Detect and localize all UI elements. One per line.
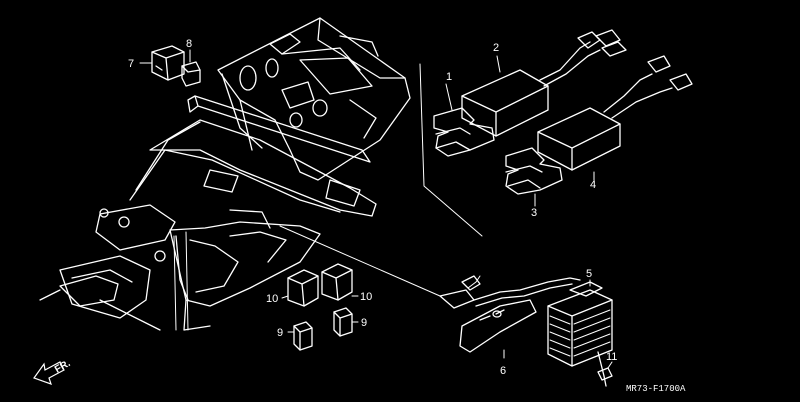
relay-7: [151, 45, 185, 81]
control-unit-2: [461, 29, 627, 137]
callout-7: 7: [128, 58, 134, 70]
callout-9-left: 9: [277, 327, 283, 339]
callout-10-left: 10: [266, 293, 278, 305]
frame-assembly: [39, 17, 411, 331]
relay-10-right: [321, 263, 353, 301]
callout-2: 2: [493, 42, 499, 54]
regulator-rectifier-5: [547, 281, 613, 377]
clip-8: [181, 61, 201, 87]
mount-1: [433, 107, 495, 157]
callout-1: 1: [446, 71, 452, 83]
fuse-9-right: [333, 307, 353, 337]
relay-10-left: [287, 269, 319, 307]
bolt-11: [597, 367, 613, 387]
callout-4: 4: [590, 179, 596, 191]
diagram-code: MR73-F1700A: [626, 384, 686, 394]
control-unit-4: [537, 55, 693, 171]
callout-6: 6: [500, 365, 506, 377]
callout-11: 11: [606, 351, 617, 363]
callout-10-right: 10: [360, 291, 372, 303]
front-direction-label: FR.: [53, 358, 73, 376]
callout-9-right: 9: [361, 317, 367, 329]
fuse-9-left: [293, 321, 313, 351]
front-direction-arrow: FR.: [33, 358, 73, 385]
callout-3: 3: [531, 207, 537, 219]
mount-3: [505, 147, 563, 195]
callout-5: 5: [586, 268, 592, 280]
wire-harness-6: [439, 275, 581, 353]
callout-8: 8: [186, 38, 192, 50]
